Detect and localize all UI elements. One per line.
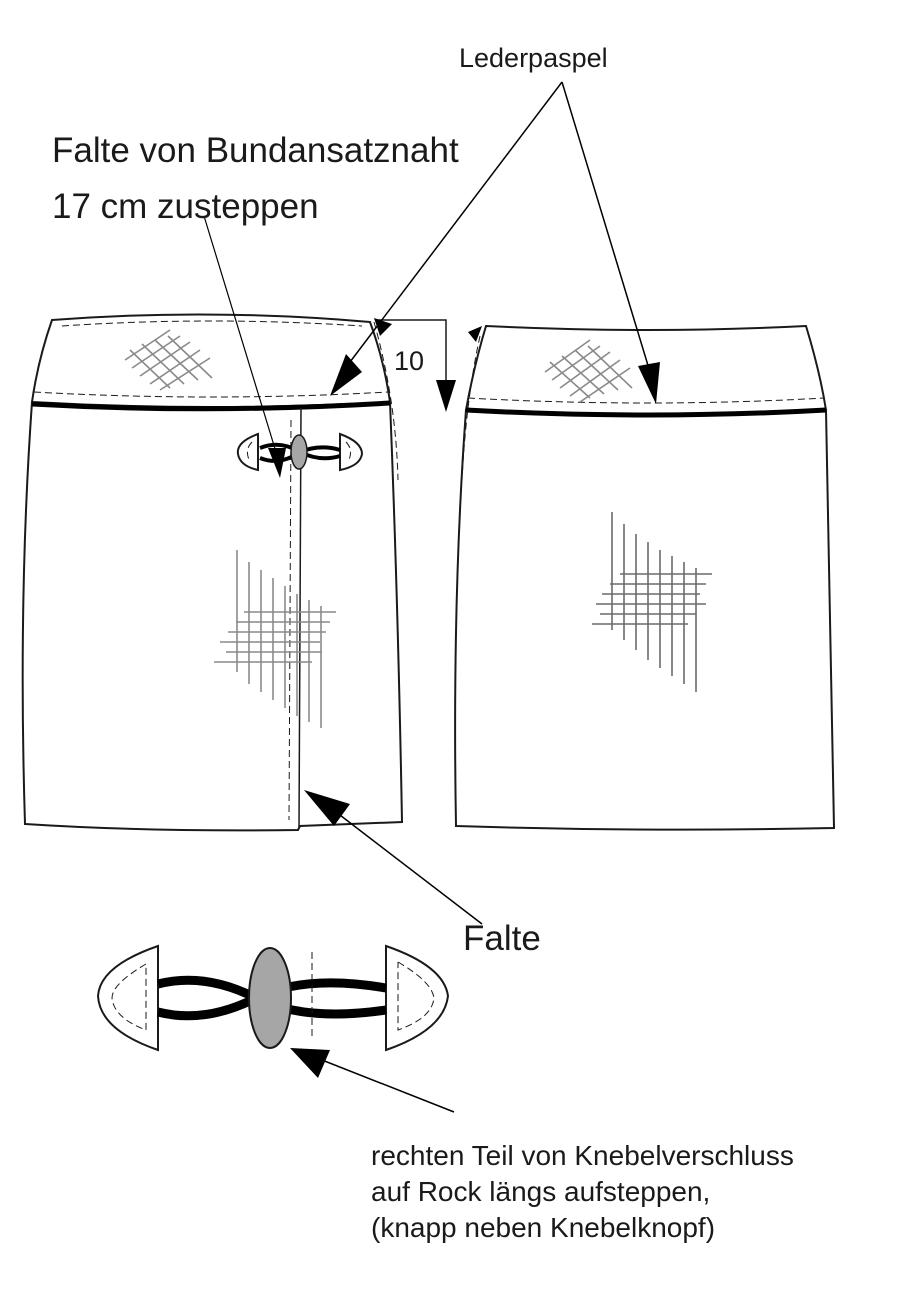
front-body-texture xyxy=(214,550,336,728)
leader-lines xyxy=(203,81,660,1113)
back-leather-piping xyxy=(465,407,827,418)
back-skirt-body xyxy=(454,409,836,831)
back-skirt xyxy=(454,324,836,831)
front-waistband-topstitch xyxy=(61,320,363,327)
toggle-right-tab xyxy=(385,944,450,1052)
back-side-stitch xyxy=(461,335,481,481)
lederpaspel-arrow-front xyxy=(349,81,563,363)
toggle-button xyxy=(248,947,292,1049)
front-pleat-stitch xyxy=(288,419,292,821)
measure-10-marker xyxy=(374,318,482,412)
back-body-texture xyxy=(592,512,712,692)
label-measure: 10 xyxy=(394,346,424,376)
falte-arrow xyxy=(335,811,483,925)
label-note-3: (knapp neben Knebelknopf) xyxy=(371,1212,715,1243)
front-side-stitch xyxy=(373,321,399,481)
front-pleat-line xyxy=(298,407,302,829)
label-note-2: auf Rock längs aufsteppen, xyxy=(371,1176,710,1207)
label-lederpaspel: Lederpaspel xyxy=(459,43,608,73)
label-falte: Falte xyxy=(463,919,541,958)
front-waistband xyxy=(30,313,392,408)
front-skirt-body xyxy=(21,401,404,832)
lederpaspel-arrow-back xyxy=(561,81,651,373)
front-toggle-button xyxy=(290,434,308,470)
back-waistband-stitch xyxy=(467,397,825,404)
toggle-closure-detail xyxy=(96,944,450,1052)
front-waistband-texture xyxy=(124,329,213,391)
back-waistband-texture xyxy=(544,339,633,403)
label-falte-bund-1: Falte von Bundansatznaht xyxy=(52,131,459,170)
front-toggle-closure xyxy=(236,432,364,472)
note-arrow xyxy=(321,1059,455,1113)
toggle-left-tab xyxy=(96,944,159,1052)
front-leather-piping xyxy=(31,400,391,412)
label-falte-bund-2: 17 cm zusteppen xyxy=(52,187,319,226)
front-skirt xyxy=(21,313,404,832)
falte-bund-arrow xyxy=(203,215,277,453)
label-note-1: rechten Teil von Knebelverschluss xyxy=(371,1140,794,1171)
front-waistband-stitch xyxy=(33,391,389,398)
